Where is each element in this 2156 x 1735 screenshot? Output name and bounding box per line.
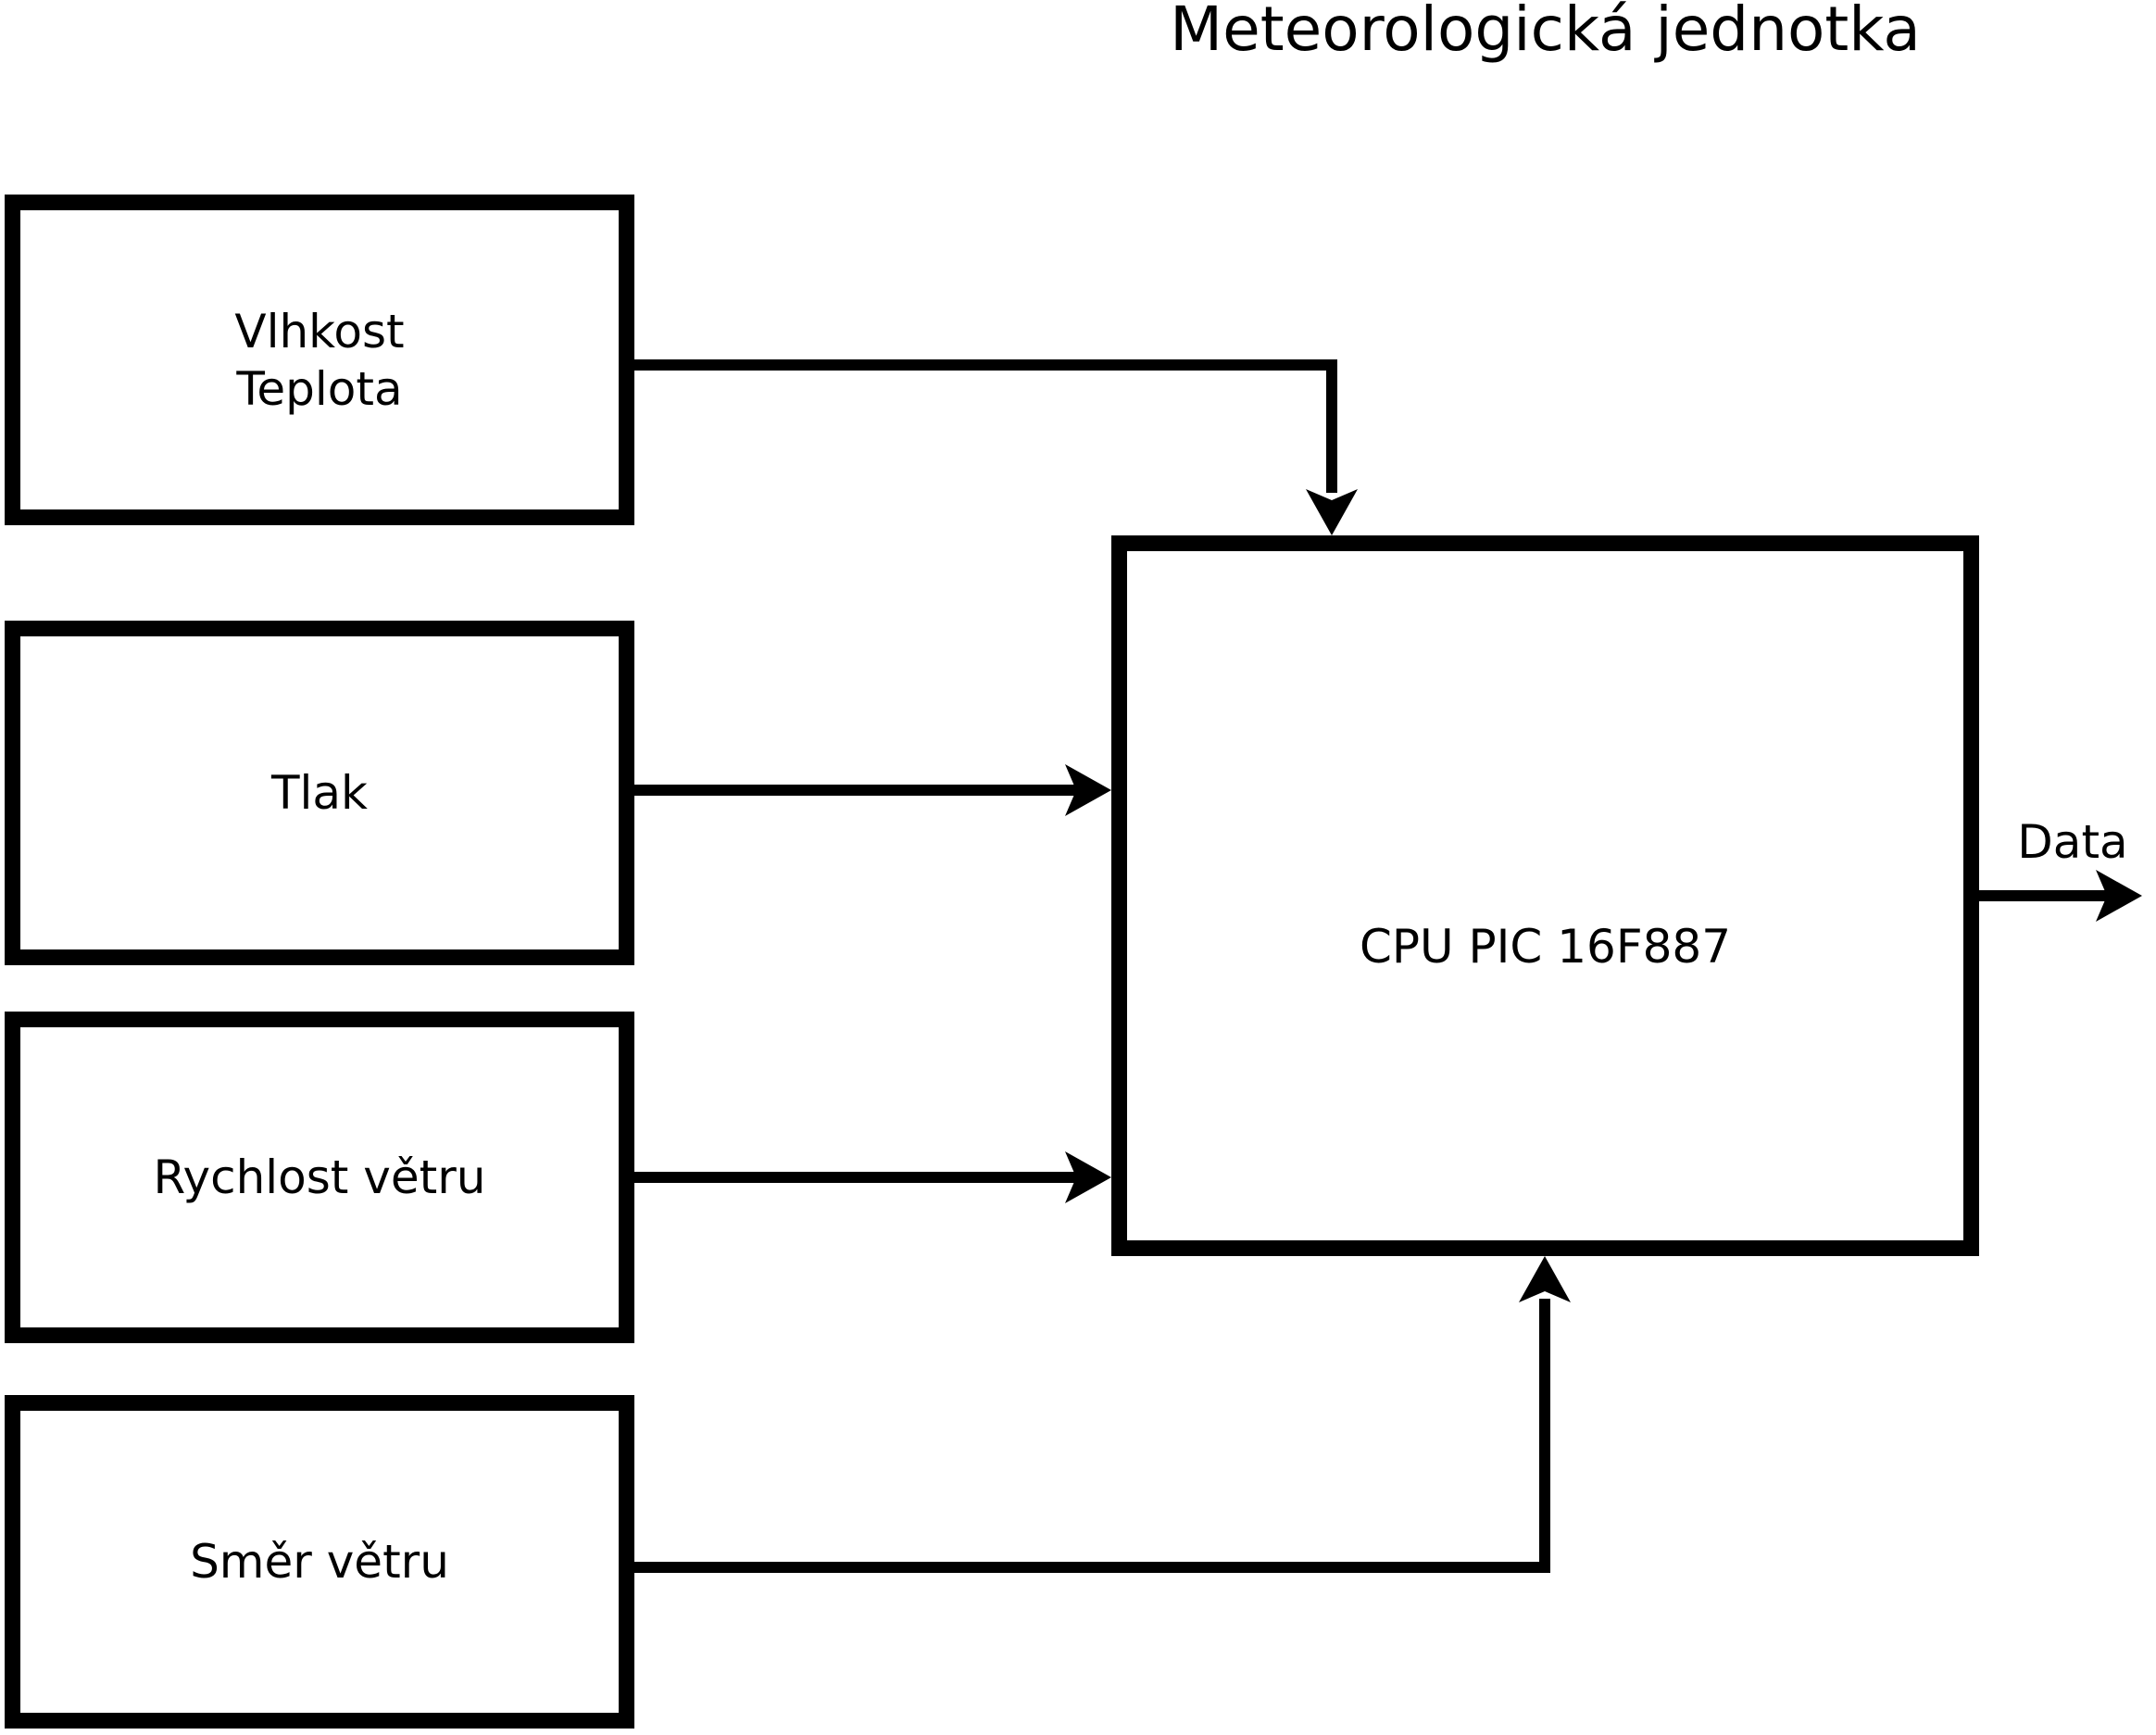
node-pressure-label: Tlak: [270, 766, 369, 820]
node-wind-speed-label: Rychlost větru: [153, 1150, 486, 1204]
arrow-cpu-to-data-output: [1979, 870, 2142, 922]
node-cpu: CPU PIC 16F887: [1111, 535, 1979, 1256]
arrow-wind-speed-to-cpu: [633, 1151, 1111, 1203]
arrow-wind-direction-to-cpu: [633, 1256, 1571, 1573]
node-wind-speed: Rychlost větru: [5, 1012, 634, 1343]
node-humidity-label: Vlhkost: [234, 304, 405, 358]
data-output-label: Data: [2017, 815, 2128, 869]
node-humidity-temperature: Vlhkost Teplota: [5, 195, 634, 525]
diagram-title: Meteorologická jednotka: [1170, 0, 1921, 65]
arrow-humidity-temperature-to-cpu: [633, 359, 1358, 535]
node-cpu-label: CPU PIC 16F887: [1359, 920, 1732, 974]
node-wind-direction-label: Směr větru: [190, 1535, 449, 1589]
node-pressure: Tlak: [5, 621, 634, 965]
arrow-pressure-to-cpu: [633, 764, 1111, 816]
node-temperature-label: Teplota: [236, 361, 403, 416]
node-wind-direction: Směr větru: [5, 1395, 634, 1729]
